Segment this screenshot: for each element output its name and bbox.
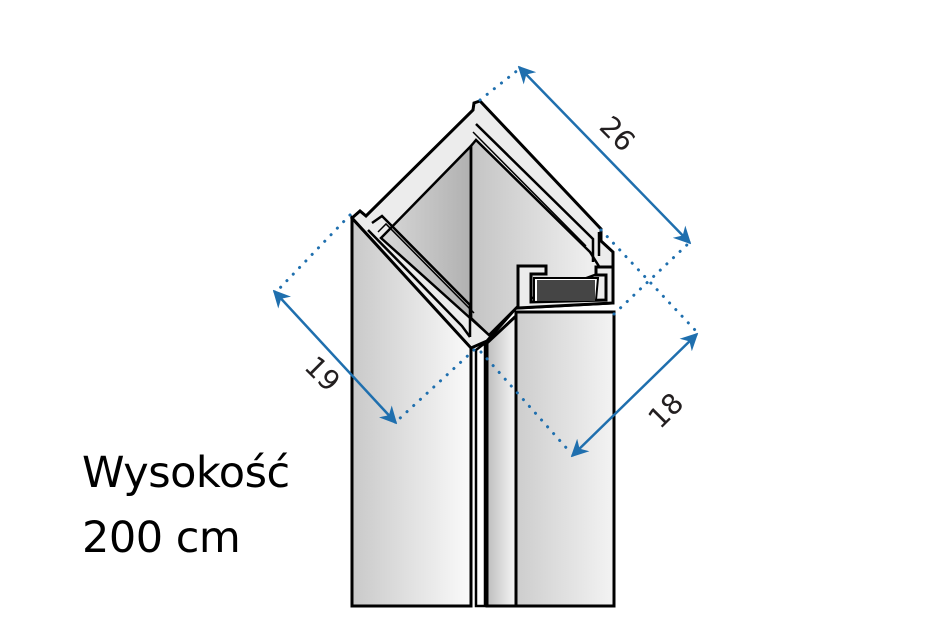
center-strips: [474, 312, 518, 608]
extension-lines: [276, 68, 697, 454]
magnetic-seal-clip: [516, 264, 615, 310]
height-caption-title: Wysokość: [82, 448, 290, 498]
dimension-label-right: 18: [642, 386, 691, 435]
height-caption-value: 200 cm: [82, 513, 241, 563]
right-panel: [514, 310, 616, 608]
dimension-arrow-left: [272, 289, 398, 425]
dimension-arrow-right: [570, 332, 699, 458]
seal-strip: [537, 280, 595, 301]
dimension-arrows: [272, 65, 699, 458]
dimension-arrow-top: [517, 65, 692, 245]
dimension-label-left: 19: [298, 350, 347, 399]
